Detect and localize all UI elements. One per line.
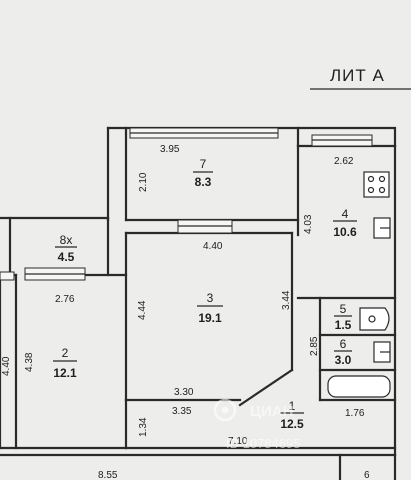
plan-title: ЛИТ А <box>330 66 385 85</box>
room-4-number: 4 <box>342 207 349 221</box>
dim-7-10: 7.10 <box>228 436 248 447</box>
room-2-area: 12.1 <box>53 366 77 380</box>
room-1-area: 12.5 <box>280 417 304 431</box>
room-6-number: 6 <box>340 337 347 351</box>
room-2-number: 2 <box>62 346 69 360</box>
kitchen-sink-icon <box>373 217 391 239</box>
watermark-id: ID 10784695 <box>226 436 300 451</box>
dim-4-40-left: 4.40 <box>1 356 12 376</box>
dim-4-38: 4.38 <box>24 352 35 372</box>
dim-8-55: 8.55 <box>98 470 118 480</box>
room-3-area: 19.1 <box>198 311 222 325</box>
dim-2-62: 2.62 <box>334 156 354 167</box>
room-6-area: 3.0 <box>335 353 352 367</box>
dim-6: 6 <box>364 470 370 480</box>
dim-3-35: 3.35 <box>172 406 192 417</box>
room-5-area: 1.5 <box>335 318 352 332</box>
room-1-number: 1 <box>289 399 296 413</box>
room-8x-number: 8х <box>60 233 73 247</box>
dim-1-34: 1.34 <box>138 417 149 437</box>
dimension-labels: 3.95 2.10 2.62 4.03 4.40 2.76 4.44 3.44 … <box>1 144 370 480</box>
toilet-icon <box>359 307 390 331</box>
dim-4-44: 4.44 <box>137 300 148 320</box>
dim-2-76: 2.76 <box>55 294 75 305</box>
room-8x-area: 4.5 <box>58 250 75 264</box>
watermark: ЦИАН ID 10784695 <box>213 398 300 451</box>
watermark-brand: ЦИАН <box>250 403 293 420</box>
room-labels: 7 8.3 8х 4.5 3 19.1 4 10.6 5 1.5 6 3.0 2… <box>53 157 357 431</box>
room-5-number: 5 <box>340 302 347 316</box>
dim-3-95: 3.95 <box>160 144 180 155</box>
stove-icon <box>363 171 390 198</box>
room-7-number: 7 <box>200 157 207 171</box>
dim-1-76: 1.76 <box>345 408 365 419</box>
bathroom-sink-icon <box>373 341 391 363</box>
dim-4-40: 4.40 <box>203 241 223 252</box>
room-4-area: 10.6 <box>333 225 357 239</box>
room-7-area: 8.3 <box>195 175 212 189</box>
dim-2-85: 2.85 <box>309 336 320 356</box>
dim-3-44: 3.44 <box>281 290 292 310</box>
dim-2-10: 2.10 <box>138 172 149 192</box>
windows <box>0 127 373 281</box>
bathtub-icon <box>327 375 391 398</box>
room-3-number: 3 <box>207 291 214 305</box>
dim-3-30: 3.30 <box>174 387 194 398</box>
dim-4-03: 4.03 <box>303 214 314 234</box>
